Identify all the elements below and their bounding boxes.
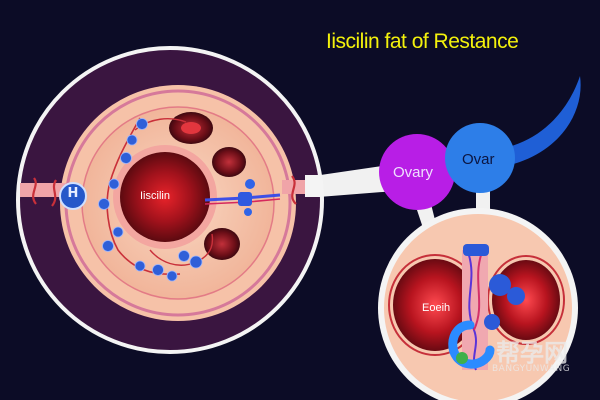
inset-receptor [484,314,500,330]
inset-glucose-hook [448,320,495,369]
insulin-cell-label: Iiscilin [140,190,170,202]
receptor-dot [178,250,190,262]
receptor-badge [59,182,87,210]
blood-vessel-right [282,175,321,205]
receptor-dot [152,264,164,276]
inset-receptor [507,287,525,305]
ovary-left-bubble [379,134,455,210]
inset-cell-label: Eoeih [422,302,451,314]
inset-receptor [489,274,511,296]
diagram-title: Iiscilin fat of Restance [326,30,519,53]
receptor-dot [134,260,146,272]
receptor-dot [126,134,138,146]
ovary-right-label: Ovar [462,151,495,168]
blood-vessel-left [20,177,66,207]
receptor-dot [102,240,114,252]
transporter [238,192,252,206]
receptor-dot [244,208,252,216]
receptor-dot [98,198,110,210]
receptor-dot [120,152,132,164]
receptor-dot [136,118,148,130]
watermark-chinese: 帮孕网 [496,339,568,367]
organelle-right [212,147,246,177]
organelle-bottom [204,228,240,260]
receptor-dot [189,255,203,269]
receptor-dot [108,178,120,190]
receptor-badge-label: H [67,186,79,201]
ovary-left-label: Ovary [393,164,434,181]
watermark-english: BANGYUNWANG [492,364,571,374]
inset-channel-cap [463,244,489,256]
receptor-dot [112,226,124,238]
ovary-right-bubble [445,123,515,193]
receptor-dot [166,270,178,282]
insulin-nucleus [113,145,217,249]
organelle-top-inner [181,122,201,134]
inset-cell-right [492,260,560,340]
receptor-dot [245,179,255,189]
